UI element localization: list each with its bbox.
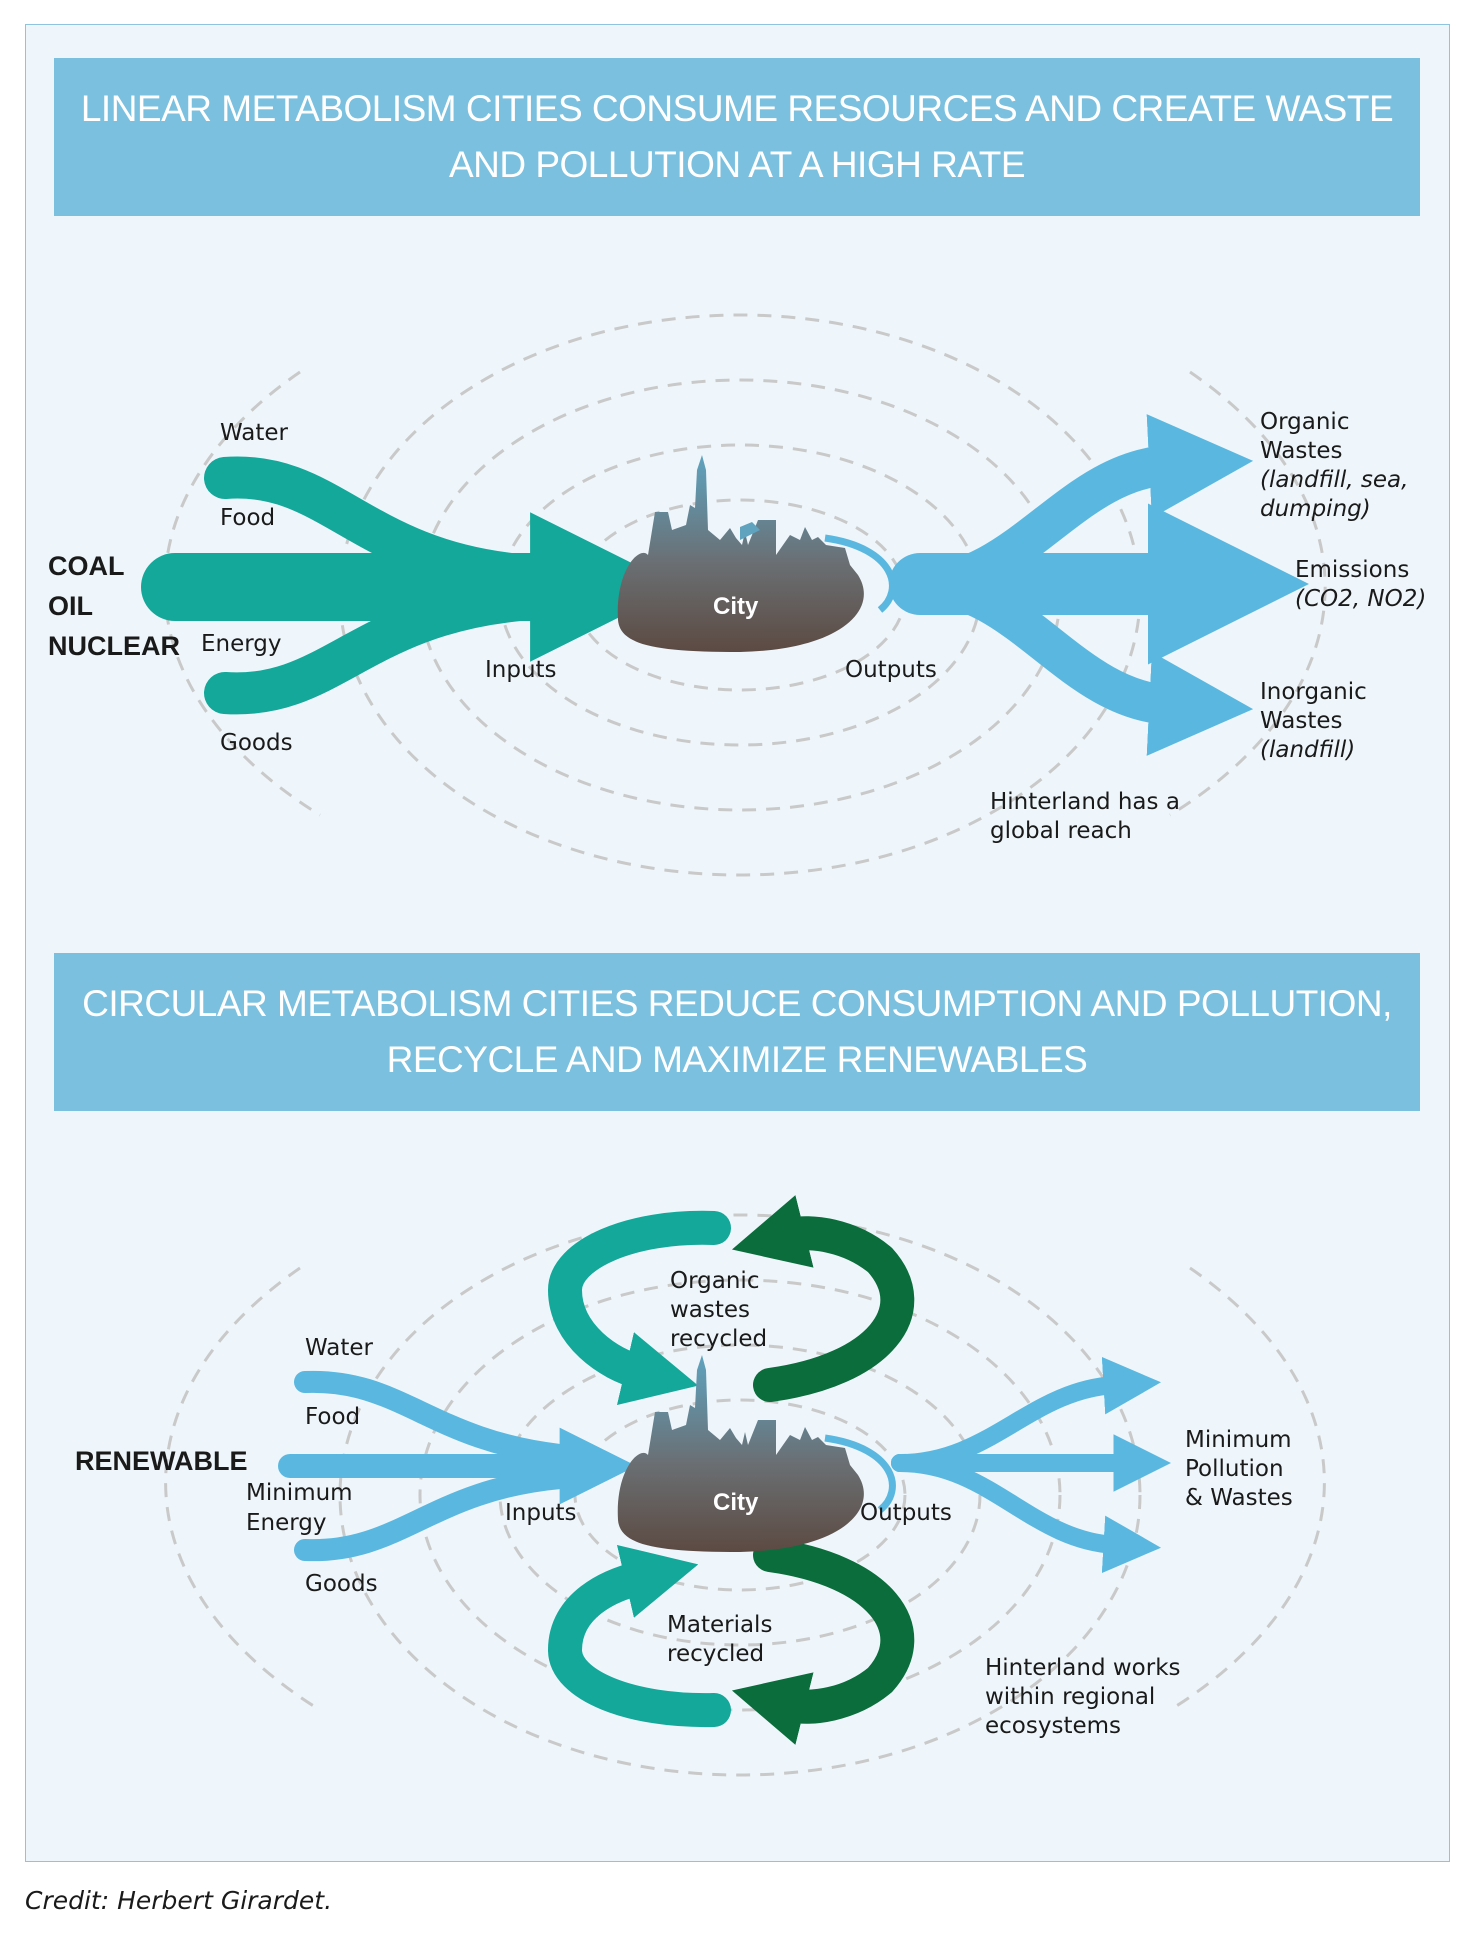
input-label-minimum: Minimum — [246, 1480, 353, 1506]
circular-metabolism-banner: CIRCULAR METABOLISM CITIES REDUCE CONSUM… — [54, 953, 1420, 1111]
city-label: City — [713, 1489, 759, 1516]
input-label-water: Water — [220, 420, 289, 446]
outputs-label: Outputs — [860, 1500, 952, 1526]
input-label-food: Food — [305, 1404, 360, 1430]
materials-recycled-line-2: recycled — [667, 1641, 764, 1667]
output-arrow-lower — [891, 1454, 1161, 1574]
organic-recycled-line-2: wastes — [670, 1297, 750, 1323]
hinterland-line-3: ecosystems — [985, 1713, 1121, 1739]
circular-title-line1: CIRCULAR METABOLISM CITIES REDUCE CONSUM… — [82, 983, 1392, 1024]
output-organic-detail-1: (landfill, sea, — [1260, 467, 1408, 493]
materials-loop-green — [731, 1538, 915, 1745]
energy-goods-stream — [294, 1467, 571, 1562]
organic-loop-teal — [547, 1210, 731, 1406]
source-label-oil: OIL — [48, 591, 93, 621]
linear-metabolism-banner: LINEAR METABOLISM CITIES CONSUME RESOURC… — [54, 58, 1420, 216]
output-organic-name-1: Organic — [1260, 409, 1349, 435]
hinterland-line-1: Hinterland works — [985, 1655, 1181, 1681]
input-label-food: Food — [220, 505, 275, 531]
circular-output-arrows — [891, 1356, 1172, 1574]
output-emissions-detail: (CO2, NO2) — [1295, 586, 1426, 612]
hinterland-line-2: global reach — [990, 818, 1132, 844]
circular-title-line2: RECYCLE AND MAXIMIZE RENEWABLES — [386, 1039, 1088, 1080]
infographic-frame — [25, 24, 1450, 1862]
ring-5-right-arc — [1169, 370, 1327, 817]
linear-title-line2: AND POLLUTION AT A HIGH RATE — [448, 144, 1026, 185]
output-inorganic-name-1: Inorganic — [1260, 679, 1367, 705]
output-line-1: Minimum — [1185, 1427, 1292, 1453]
ring-3 — [418, 1278, 1062, 1712]
circular-city — [617, 1355, 896, 1552]
hinterland-line-2: within regional — [985, 1684, 1155, 1710]
input-label-energy: Energy — [201, 631, 282, 657]
ring-5-right-arc — [1169, 1266, 1326, 1712]
inorganic-wastes-arrow — [900, 564, 1254, 756]
input-label-energy: Energy — [246, 1510, 327, 1536]
circular-input-arrows — [278, 1370, 637, 1562]
output-emissions-name: Emissions — [1295, 557, 1409, 583]
hinterland-line-1: Hinterland has a — [990, 789, 1180, 815]
city-ring-swoosh — [824, 1434, 896, 1513]
ring-5-left-arc — [164, 1266, 321, 1712]
source-label-nuclear: NUCLEAR — [48, 631, 180, 661]
inputs-label: Inputs — [505, 1500, 577, 1526]
recycling-loops — [547, 1195, 915, 1745]
inputs-label: Inputs — [485, 657, 557, 683]
output-inorganic-detail: (landfill) — [1260, 737, 1355, 763]
linear-input-arrows — [141, 456, 680, 715]
output-arrow-upper — [891, 1356, 1161, 1472]
input-label-goods: Goods — [220, 730, 293, 756]
city-roof — [740, 522, 760, 540]
linear-city — [617, 455, 896, 652]
linear-labels: Water Food Energy Goods COAL OIL NUCLEAR… — [48, 409, 1426, 844]
linear-output-arrows — [889, 414, 1309, 756]
output-line-3: & Wastes — [1185, 1485, 1293, 1511]
output-organic-name-2: Wastes — [1260, 438, 1343, 464]
input-label-goods: Goods — [305, 1571, 378, 1597]
outputs-label: Outputs — [845, 657, 937, 683]
organic-recycled-line-1: Organic — [670, 1268, 759, 1294]
output-inorganic-name-2: Wastes — [1260, 708, 1343, 734]
linear-title-line1: LINEAR METABOLISM CITIES CONSUME RESOURC… — [80, 88, 1394, 129]
city-skyline-shape — [617, 455, 864, 652]
circular-labels: Water Food Minimum Energy Goods RENEWABL… — [75, 1268, 1293, 1739]
credit-line: Credit: Herbert Girardet. — [25, 1886, 333, 1915]
source-label-coal: COAL — [48, 551, 125, 581]
source-label-renewable: RENEWABLE — [75, 1446, 248, 1476]
output-line-2: Pollution — [1185, 1456, 1284, 1482]
city-ring-swoosh — [824, 534, 896, 613]
city-skyline-shape — [617, 1355, 864, 1552]
water-food-stream — [294, 1370, 571, 1466]
output-organic-detail-2: dumping) — [1260, 496, 1371, 522]
organic-loop-green — [731, 1195, 915, 1402]
materials-loop-teal — [547, 1544, 731, 1728]
input-label-water: Water — [305, 1335, 374, 1361]
materials-recycled-line-1: Materials — [667, 1612, 772, 1638]
organic-recycled-line-3: recycled — [670, 1326, 767, 1352]
city-label: City — [713, 593, 759, 620]
